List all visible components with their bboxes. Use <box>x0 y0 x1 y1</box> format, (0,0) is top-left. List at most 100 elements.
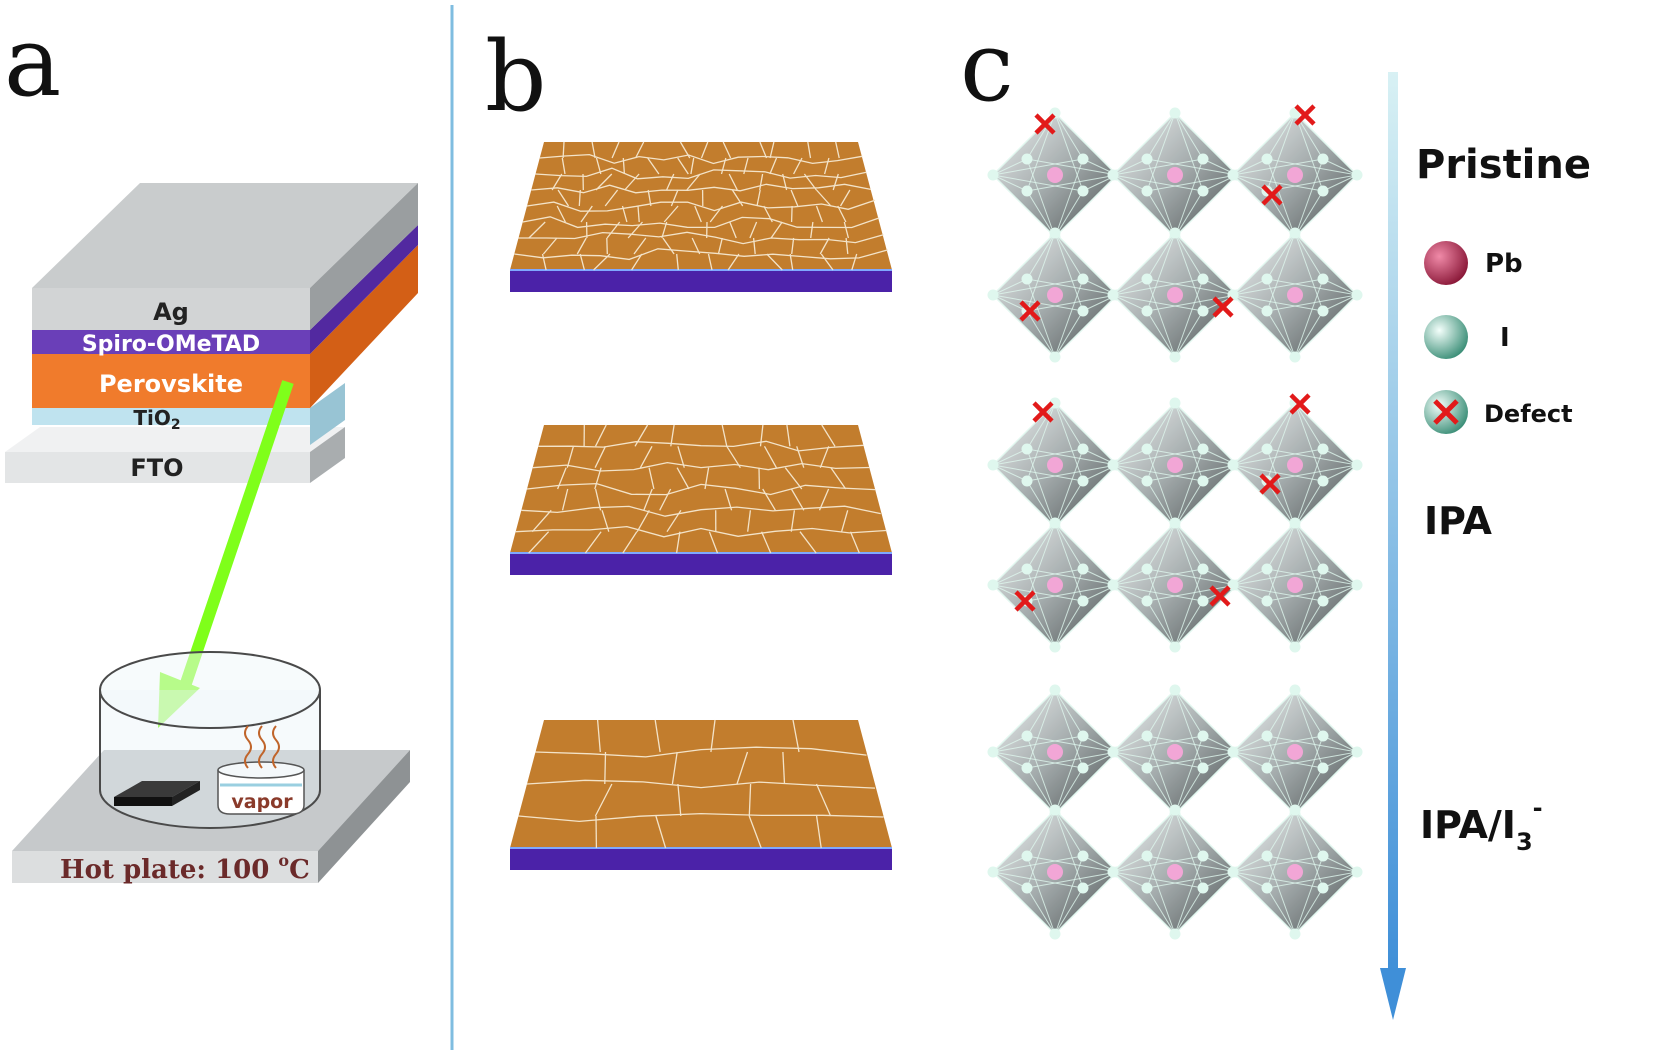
iodine-atom <box>1261 730 1273 742</box>
iodine-atom <box>1261 305 1273 317</box>
iodine-atom <box>1049 928 1061 940</box>
iodine-atom <box>1317 762 1329 774</box>
iodine-atom <box>1169 641 1181 653</box>
i-label: I <box>1500 323 1510 353</box>
iodine-atom <box>1227 169 1239 181</box>
iodine-atom <box>1077 443 1089 455</box>
iodine-atom <box>1021 443 1033 455</box>
iodine-atom <box>1141 475 1153 487</box>
iodine-atom <box>1289 227 1301 239</box>
tio2-layer <box>32 383 345 445</box>
iodine-atom <box>1077 595 1089 607</box>
iodine-atom <box>1197 730 1209 742</box>
octahedron <box>987 227 1123 363</box>
iodine-atom <box>1317 443 1329 455</box>
pb-atom <box>1287 864 1303 880</box>
iodine-atom <box>1351 746 1363 758</box>
iodine-atom <box>1261 563 1273 575</box>
iodine-atom <box>1021 273 1033 285</box>
defect-label: Defect <box>1484 400 1573 428</box>
defect-marker <box>1019 300 1041 322</box>
iodine-atom <box>1141 153 1153 165</box>
film-substrate <box>510 270 892 292</box>
fto-label: FTO <box>130 454 183 482</box>
iodine-atom <box>987 169 999 181</box>
pb-atom <box>1287 744 1303 760</box>
defect-marker <box>1294 104 1316 126</box>
iodine-atom <box>1107 169 1119 181</box>
iodine-atom <box>1107 579 1119 591</box>
octahedron <box>987 397 1123 533</box>
iodine-atom <box>1261 153 1273 165</box>
octahedron <box>987 107 1123 243</box>
iodine-atom <box>987 459 999 471</box>
iodine-atom <box>1169 517 1181 529</box>
iodine-atom <box>1049 351 1061 363</box>
iodine-atom <box>1021 882 1033 894</box>
pb-atom <box>1167 864 1183 880</box>
iodine-atom <box>1197 762 1209 774</box>
defect-marker <box>1014 590 1036 612</box>
iodine-atom <box>1169 397 1181 409</box>
film-pristine <box>510 141 892 292</box>
iodine-atom <box>1169 107 1181 119</box>
defect-marker <box>1212 296 1234 318</box>
iodine-atom <box>1197 563 1209 575</box>
iodine-atom <box>1049 641 1061 653</box>
octahedron <box>1227 517 1363 653</box>
pb-atom <box>1047 864 1063 880</box>
pb-atom-icon <box>1424 241 1468 285</box>
panel-label-c: c <box>960 11 1014 123</box>
iodine-atom <box>1021 850 1033 862</box>
iodine-atom <box>1317 185 1329 197</box>
iodine-atom <box>1169 804 1181 816</box>
hot-plate-label: Hot plate: 100 oC <box>60 851 310 885</box>
iodine-atom <box>1351 459 1363 471</box>
petri-dish: vapor <box>99 651 321 829</box>
iodine-atom <box>1049 684 1061 696</box>
grain-boundaries <box>518 719 884 849</box>
iodine-atom <box>1169 928 1181 940</box>
iodine-atom <box>1077 882 1089 894</box>
iodine-atom <box>1021 563 1033 575</box>
pb-atom <box>1047 167 1063 183</box>
film-stack <box>510 141 892 870</box>
iodine-atom <box>1077 762 1089 774</box>
octahedron <box>1107 684 1243 820</box>
pb-atom <box>1047 577 1063 593</box>
pb-atom <box>1167 457 1183 473</box>
octahedron <box>1227 397 1363 533</box>
panel-label-a: a <box>4 6 61 118</box>
device-stack: Ag Spiro-OMeTAD Perovskite TiO2 FTO <box>5 183 418 483</box>
iodine-atom <box>1077 563 1089 575</box>
vapor-wisps <box>244 725 280 769</box>
iodine-atom <box>1261 762 1273 774</box>
iodine-atom-icon <box>1424 315 1468 359</box>
film-ipa <box>510 424 892 575</box>
iodine-atom <box>1261 595 1273 607</box>
iodine-atom <box>1351 579 1363 591</box>
iodine-atom <box>1227 866 1239 878</box>
stage-label-ipa-i3: IPA/I3- <box>1420 794 1543 856</box>
pb-label: Pb <box>1485 249 1523 279</box>
iodine-atom <box>1077 475 1089 487</box>
legend-pb: Pb <box>1424 241 1523 285</box>
defect-marker <box>1209 585 1231 607</box>
iodine-atom <box>1289 641 1301 653</box>
iodine-atom <box>1289 804 1301 816</box>
hot-plate: Hot plate: 100 oC <box>12 750 410 885</box>
legend-i: I <box>1424 315 1510 359</box>
octahedron <box>1227 227 1363 363</box>
iodine-atom <box>1351 866 1363 878</box>
iodine-atom <box>1141 273 1153 285</box>
iodine-atom <box>1317 305 1329 317</box>
iodine-atom <box>1049 517 1061 529</box>
pb-atom <box>1167 167 1183 183</box>
pb-atom <box>1287 167 1303 183</box>
spiro-layer <box>32 225 418 354</box>
iodine-atom <box>1227 579 1239 591</box>
iodine-atom <box>1289 684 1301 696</box>
beaker: vapor <box>217 761 305 815</box>
legend-defect: Defect <box>1424 390 1573 434</box>
grain-boundaries <box>514 141 888 271</box>
